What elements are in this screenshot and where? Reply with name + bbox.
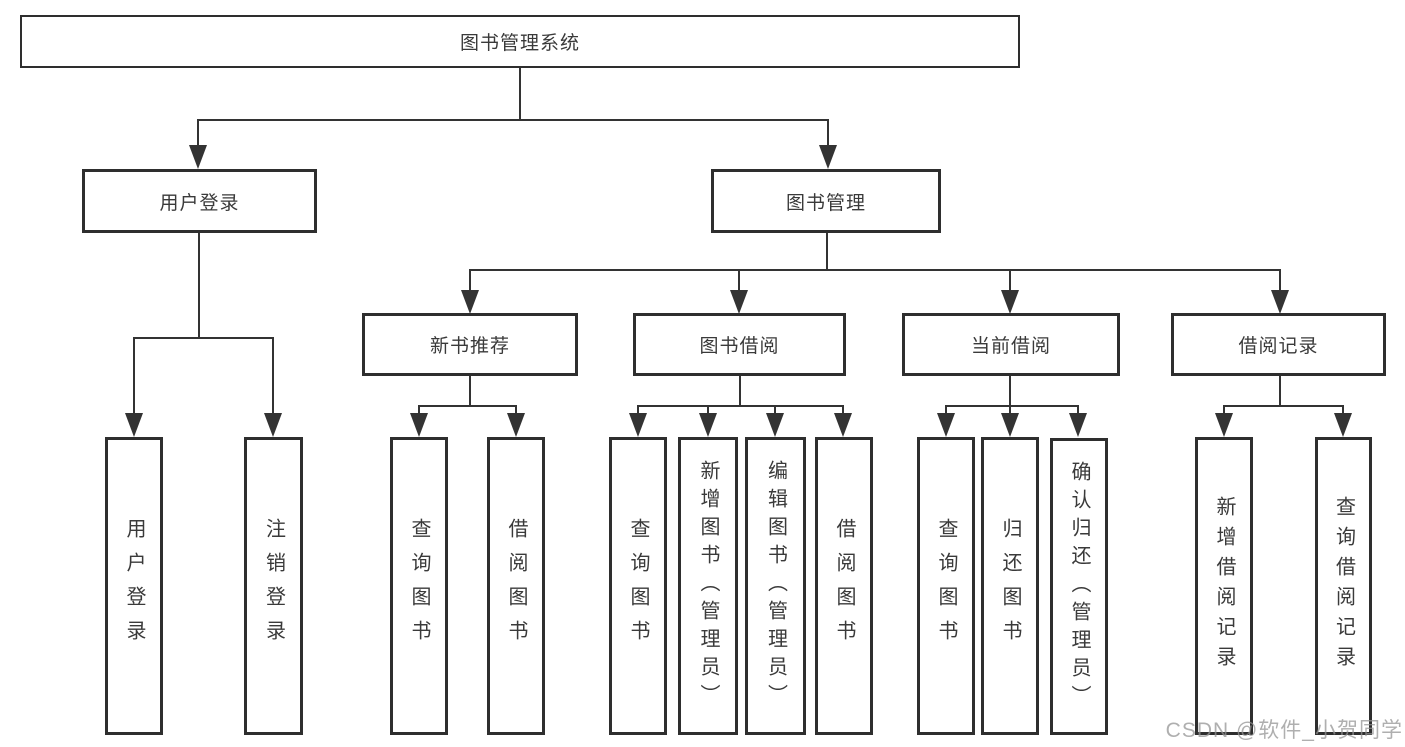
leaf-query-books-recommend-label: 查询图书: [408, 518, 430, 654]
leaf-borrow-books-borrow-label: 借阅图书: [833, 518, 855, 654]
arrow-down-leaf-logout: [264, 413, 282, 437]
leaf-borrow-books-borrow: 借阅图书: [815, 437, 873, 735]
leaf-logout: 注销登录: [244, 437, 303, 735]
leaf-confirm-return-admin: 确认归还（管理员）: [1050, 438, 1108, 735]
connector-drop-borrow-records: [1279, 269, 1281, 291]
connector-new-book-split: [418, 405, 517, 407]
arrow-down-borrow-records: [1271, 290, 1289, 314]
arrow-down-new-book: [461, 290, 479, 314]
node-book-management-label: 图书管理: [785, 192, 866, 214]
connector-drop-book-borrow: [738, 269, 740, 291]
connector-current-borrow-trunk: [1009, 376, 1011, 407]
arrow-down-d2: [1334, 413, 1352, 437]
connector-borrow-records-trunk: [1279, 376, 1281, 407]
arrow-down-a2: [507, 413, 525, 437]
connector-borrow-records-split: [1223, 405, 1344, 407]
arrow-down-current-borrow: [1001, 290, 1019, 314]
leaf-return-book: 归还图书: [981, 437, 1039, 735]
connector-root-trunk: [519, 68, 521, 121]
arrow-down-c2: [1001, 413, 1019, 437]
connector-drop-current-borrow: [1009, 269, 1011, 291]
connector-drop-c3: [1077, 405, 1079, 415]
arrow-down-d1: [1215, 413, 1233, 437]
node-new-book-recommend: 新书推荐: [362, 313, 578, 376]
node-book-borrow: 图书借阅: [633, 313, 846, 376]
leaf-add-book-admin-label: 新增图书（管理员）: [697, 460, 719, 712]
arrow-down-a1: [410, 413, 428, 437]
arrow-down-leaf-login: [125, 413, 143, 437]
leaf-logout-label: 注销登录: [262, 518, 285, 654]
connector-drop-leaf-login: [133, 337, 135, 414]
leaf-edit-book-admin-label: 编辑图书（管理员）: [764, 460, 787, 712]
node-book-borrow-label: 图书借阅: [699, 336, 780, 357]
node-root: 图书管理系统: [20, 15, 1020, 68]
connector-drop-a2: [515, 405, 517, 415]
arrow-down-b2: [699, 413, 717, 437]
connector-drop-c1: [945, 405, 947, 415]
connector-root-split: [197, 119, 829, 121]
connector-book-borrow-split: [637, 405, 844, 407]
arrow-down-b4: [834, 413, 852, 437]
arrow-down-book-borrow: [730, 290, 748, 314]
connector-drop-book-mgmt: [827, 119, 829, 146]
leaf-query-books-recommend: 查询图书: [390, 437, 448, 735]
connector-drop-c2: [1009, 405, 1011, 415]
node-root-label: 图书管理系统: [459, 33, 580, 54]
arrow-down-book-mgmt: [819, 145, 837, 169]
leaf-query-borrow-record-label: 查询借阅记录: [1332, 496, 1355, 676]
leaf-borrow-books-recommend: 借阅图书: [487, 437, 545, 735]
leaf-user-login: 用户登录: [105, 437, 163, 735]
connector-new-book-trunk: [469, 376, 471, 407]
arrow-down-c3: [1069, 413, 1087, 437]
arrow-down-b1: [629, 413, 647, 437]
node-book-management: 图书管理: [711, 169, 941, 233]
arrow-down-user-login: [189, 145, 207, 169]
leaf-add-book-admin: 新增图书（管理员）: [678, 437, 738, 735]
connector-drop-b1: [637, 405, 639, 415]
connector-drop-a1: [418, 405, 420, 415]
connector-book-mgmt-trunk: [826, 233, 828, 271]
leaf-query-borrow-record: 查询借阅记录: [1315, 437, 1372, 735]
leaf-query-books-current-label: 查询图书: [935, 518, 957, 654]
connector-book-mgmt-split: [469, 269, 1281, 271]
connector-book-borrow-trunk: [739, 376, 741, 407]
node-current-borrow-label: 当前借阅: [970, 336, 1051, 357]
node-new-book-recommend-label: 新书推荐: [429, 336, 510, 357]
leaf-query-books-current: 查询图书: [917, 437, 975, 735]
leaf-user-login-label: 用户登录: [123, 518, 145, 654]
leaf-query-books-borrow-label: 查询图书: [627, 518, 649, 654]
arrow-down-b3: [766, 413, 784, 437]
connector-drop-user-login: [197, 119, 199, 146]
connector-user-login-split: [133, 337, 274, 339]
connector-drop-b3: [774, 405, 776, 415]
node-borrow-records-label: 借阅记录: [1238, 336, 1319, 357]
leaf-edit-book-admin: 编辑图书（管理员）: [745, 437, 806, 735]
leaf-add-borrow-record-label: 新增借阅记录: [1213, 496, 1235, 676]
leaf-query-books-borrow: 查询图书: [609, 437, 667, 735]
connector-drop-b4: [842, 405, 844, 415]
leaf-confirm-return-admin-label: 确认归还（管理员）: [1068, 460, 1090, 713]
connector-drop-leaf-logout: [272, 337, 274, 414]
node-user-login: 用户登录: [82, 169, 317, 233]
connector-drop-d1: [1223, 405, 1225, 415]
connector-current-borrow-split: [945, 405, 1079, 407]
connector-drop-d2: [1342, 405, 1344, 415]
csdn-watermark: CSDN @软件_小贺同学: [1165, 719, 1403, 742]
connector-drop-b2: [707, 405, 709, 415]
arrow-down-c1: [937, 413, 955, 437]
leaf-borrow-books-recommend-label: 借阅图书: [505, 518, 527, 654]
node-user-login-label: 用户登录: [159, 192, 240, 214]
connector-user-login-trunk: [198, 233, 200, 339]
leaf-return-book-label: 归还图书: [999, 518, 1021, 654]
connector-drop-new-book: [469, 269, 471, 291]
node-borrow-records: 借阅记录: [1171, 313, 1386, 376]
leaf-add-borrow-record: 新增借阅记录: [1195, 437, 1253, 735]
node-current-borrow: 当前借阅: [902, 313, 1120, 376]
